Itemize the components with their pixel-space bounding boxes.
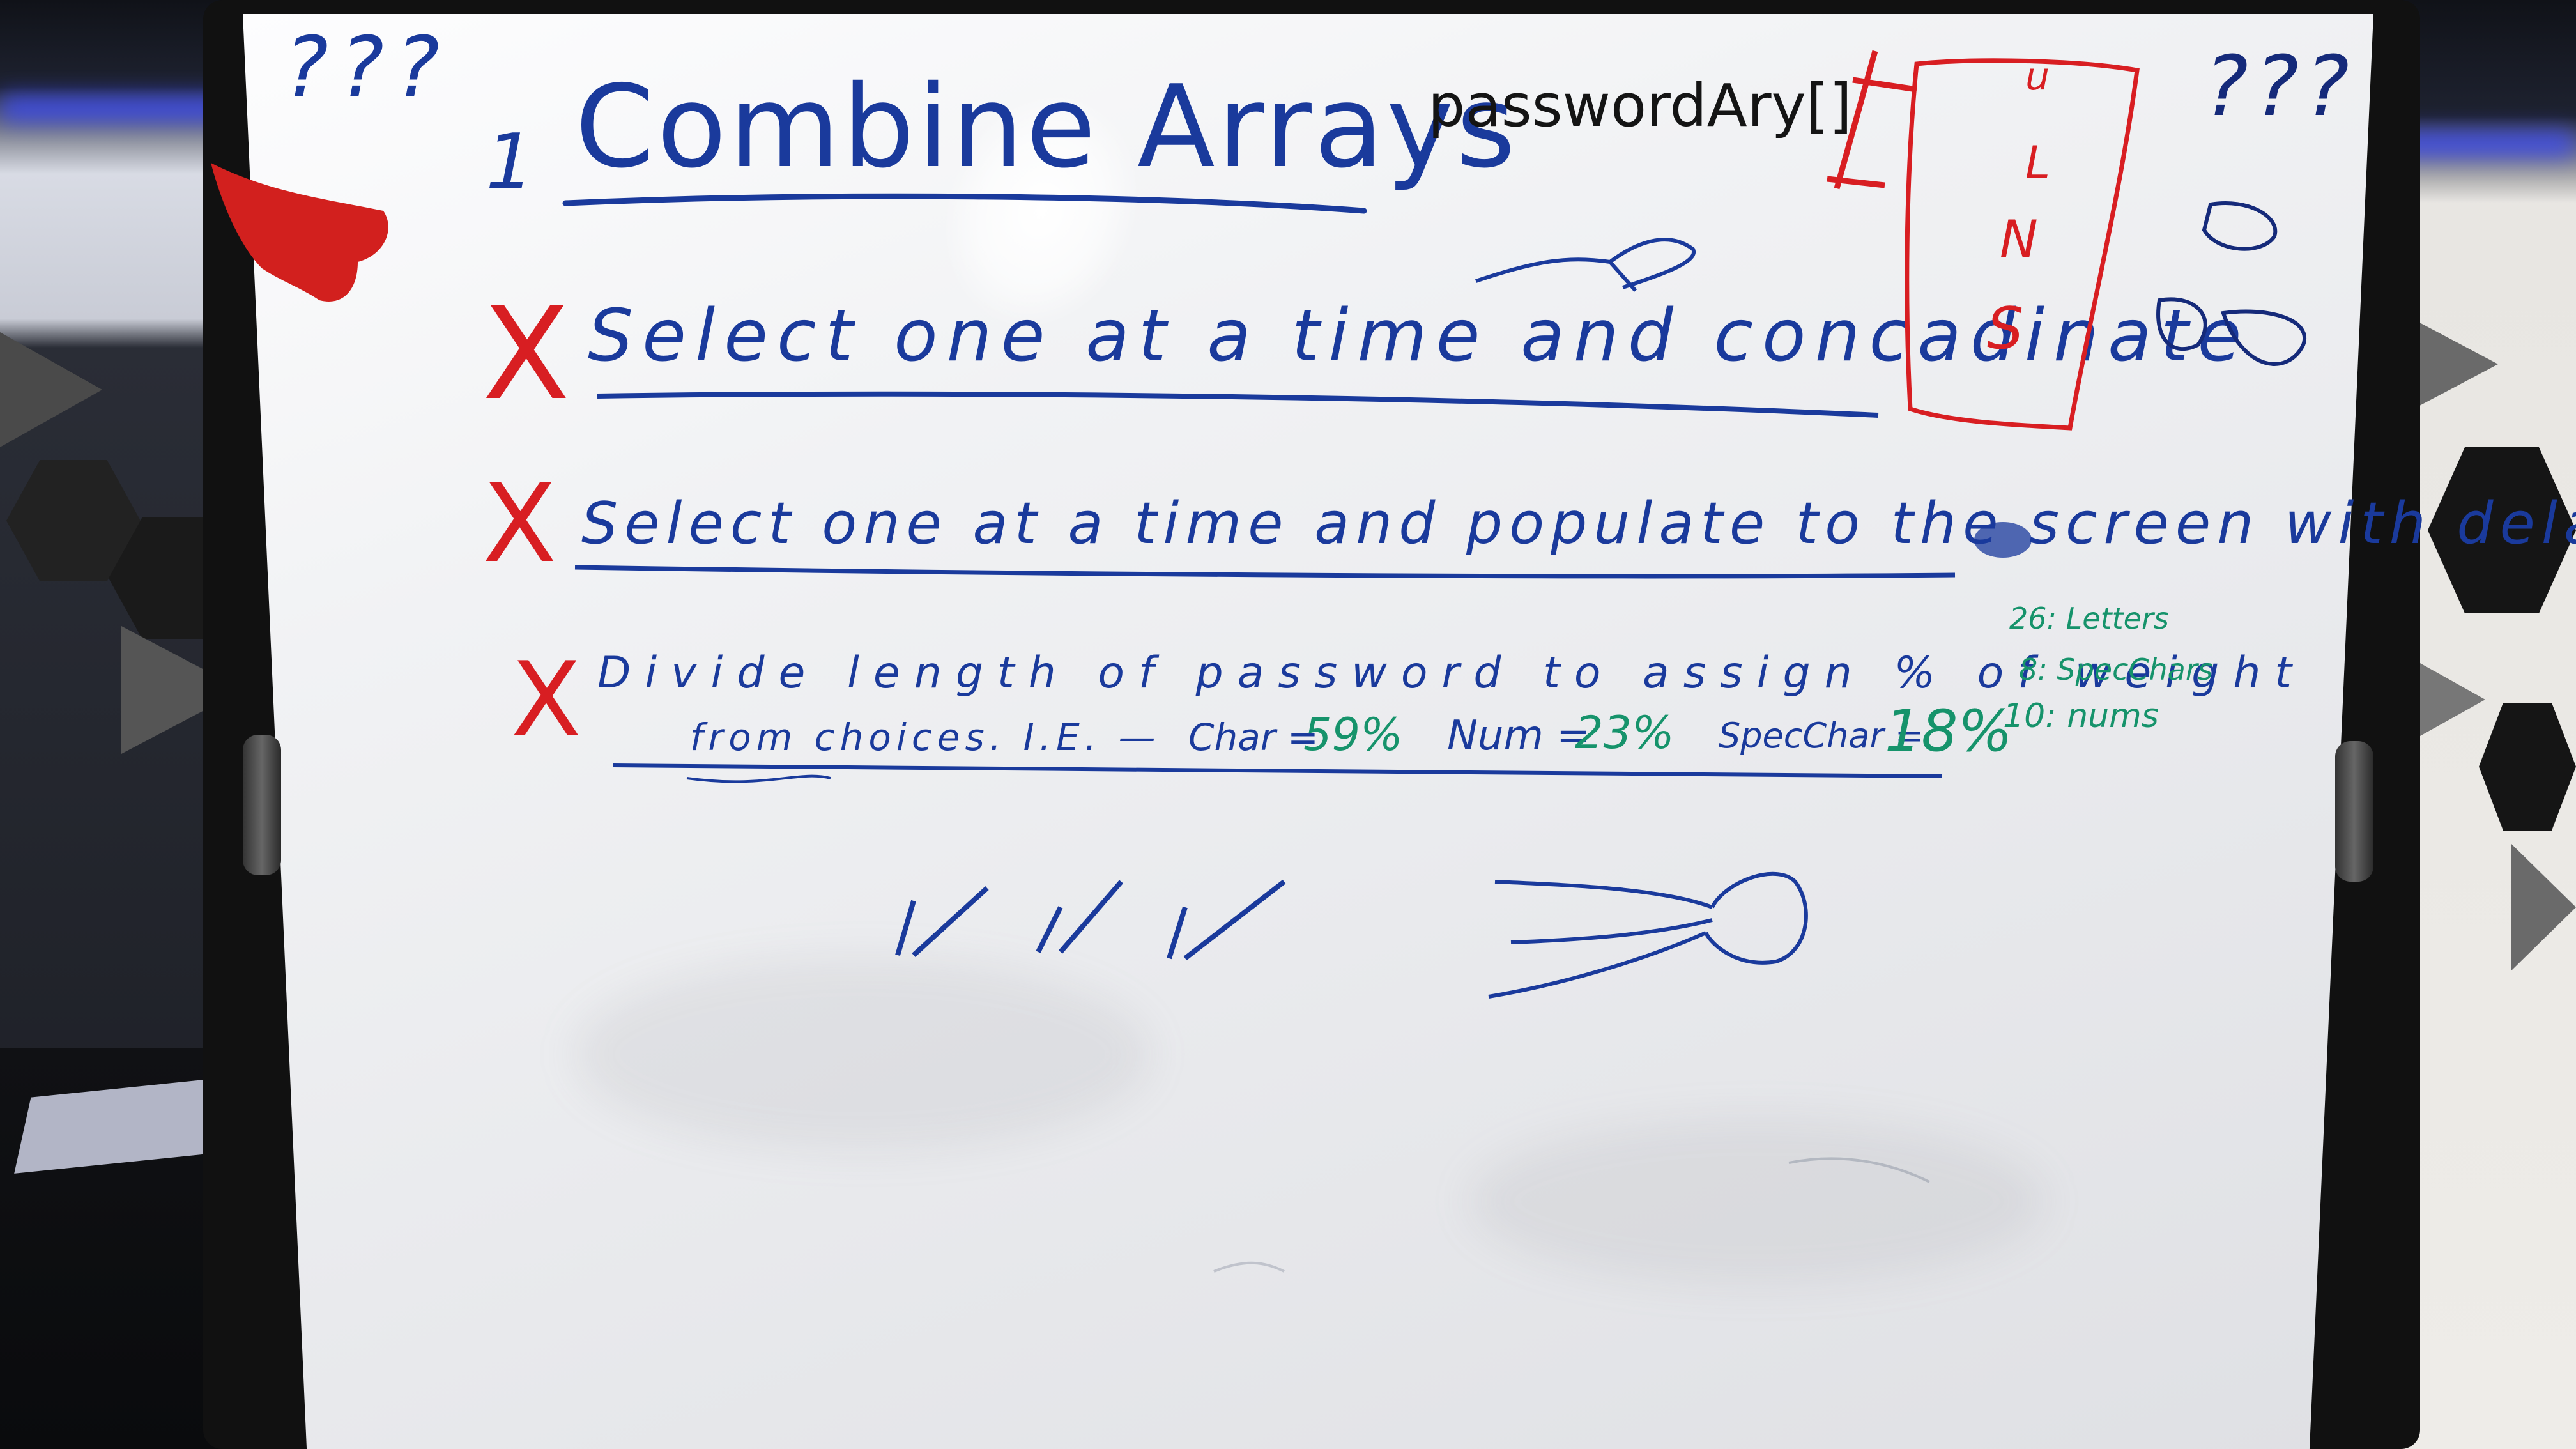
num-label: Num = xyxy=(1447,712,1591,760)
tally-nums: 10: nums xyxy=(2003,697,2159,735)
item-1-mark: X xyxy=(482,280,571,429)
item-3-text-line1: Divide length of password to assign % of… xyxy=(597,648,2306,698)
spec-value: 18% xyxy=(1885,698,2013,765)
box-mark-l: L xyxy=(2025,137,2050,189)
char-label: Char = xyxy=(1188,716,1319,759)
left-blue-light xyxy=(0,96,243,121)
question-marks-right: ??? xyxy=(2204,38,2356,135)
item-2-mark: X xyxy=(482,461,557,587)
spec-label: SpecChar = xyxy=(1719,716,1924,756)
board-title: Combine Arrays xyxy=(575,61,1519,193)
box-mark-s: S xyxy=(1987,295,2024,362)
board-hinge-right xyxy=(2335,741,2373,882)
board-hinge-left xyxy=(243,735,281,875)
item-3-mark: X xyxy=(511,640,581,759)
board-smudge xyxy=(1469,1118,2044,1284)
char-value: 59% xyxy=(1303,709,1403,761)
box-mark-u: u xyxy=(2025,54,2050,99)
num-value: 23% xyxy=(1575,707,1675,759)
tally-specchars: 8: SpecChars xyxy=(2019,652,2213,687)
step-number: 1 xyxy=(486,118,535,207)
question-marks-left: ??? xyxy=(284,19,451,116)
box-mark-n: N xyxy=(2000,210,2038,269)
tally-letters: 26: Letters xyxy=(2009,601,2169,636)
item-2-text: Select one at a time and populate to the… xyxy=(581,490,2576,557)
acoustic-panel xyxy=(2428,447,2576,613)
item-3-text-line2: from choices. I.E. — xyxy=(690,716,1161,759)
array-label: passwordAry[] xyxy=(1428,72,1852,140)
board-smudge xyxy=(575,958,1150,1150)
